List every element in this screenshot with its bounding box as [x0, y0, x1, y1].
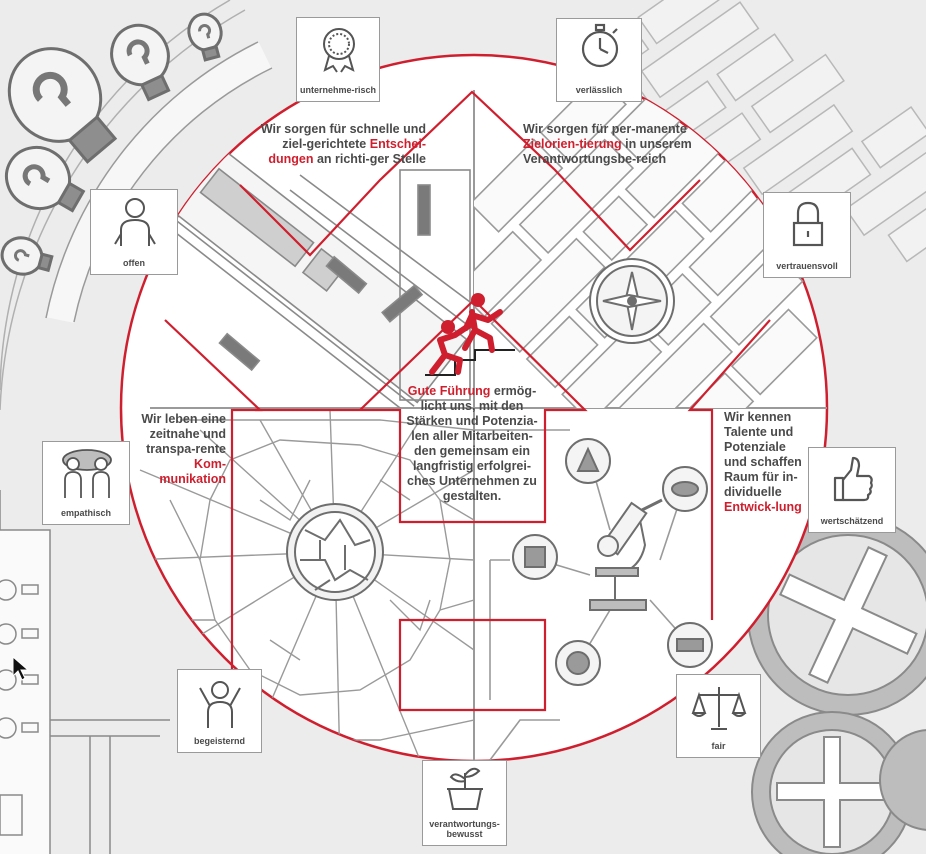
badge-wertschaetzend: wertschätzend [808, 447, 896, 533]
stopwatch-icon [581, 23, 619, 68]
text-top-left-pre: Wir sorgen für schnelle und ziel-gericht… [260, 122, 426, 151]
text-top-left-highlight: Entschei-dungen [268, 137, 426, 166]
badge-verlaesslich: verlässlich [556, 18, 642, 102]
compass-icon [589, 258, 675, 344]
badge-label: begeisternd [193, 736, 245, 746]
thumbs-up-icon [833, 456, 873, 502]
badge-label: offen [123, 258, 145, 268]
text-center-highlight: Gute Führung [407, 384, 491, 398]
text-center-body: ermög-licht uns, mit den Stärken und Pot… [406, 384, 538, 503]
cracked-disc-icon [286, 503, 384, 601]
text-top-right-pre: Wir sorgen für per-manente [523, 122, 687, 136]
badge-label: verantwortungs-bewusst [429, 819, 500, 839]
two-people-icon [62, 449, 112, 498]
text-top-left-post: an richti-ger Stelle [313, 152, 426, 166]
text-right: Wir kennen Talente und Potenziale und sc… [724, 410, 804, 515]
text-center: Gute Führung ermög-licht uns, mit den St… [402, 384, 542, 504]
cheering-person-icon [199, 681, 241, 728]
badge-fair: fair [676, 674, 761, 758]
climbing-figures-icon [425, 293, 515, 376]
text-top-right-highlight: Zielorien-tierung [523, 137, 622, 151]
text-top-left: Wir sorgen für schnelle und ziel-gericht… [248, 122, 426, 167]
badge-begeisternd: begeisternd [177, 669, 262, 753]
text-left-highlight: Kom-munikation [159, 457, 226, 486]
text-top-right: Wir sorgen für per-manente Zielorien-tie… [523, 122, 701, 167]
lightbulb-icons [0, 12, 223, 276]
circle-interior [129, 90, 827, 761]
molecule-nodes [512, 438, 713, 686]
text-left: Wir leben eine zeitnahe und transpa-rent… [128, 412, 226, 487]
potted-plant-icon [447, 767, 483, 810]
badge-verantwortungsbewusst: verantwortungs-bewusst [422, 760, 507, 846]
seal-icon [323, 28, 355, 73]
control-panel [0, 490, 170, 854]
badge-label: vertrauensvoll [776, 261, 838, 271]
badge-vertrauensvoll: vertrauensvoll [763, 192, 851, 278]
scales-icon [691, 687, 747, 730]
badge-label: wertschätzend [820, 516, 884, 526]
text-top-right-post: in unserem Verantwortungsbe-reich [523, 137, 692, 166]
text-left-pre: Wir leben eine zeitnahe und transpa-rent… [141, 412, 226, 456]
mouse-cursor-icon [12, 656, 30, 681]
badge-offen: offen [90, 189, 178, 275]
person-icon [114, 198, 156, 246]
red-arrows [164, 90, 771, 712]
microscope-icon [589, 498, 663, 611]
badge-label: empathisch [60, 508, 111, 518]
text-right-pre: Wir kennen Talente und Potenziale und sc… [724, 410, 802, 499]
padlock-icon [792, 201, 824, 247]
badge-label: fair [711, 741, 726, 751]
badge-label: unternehme-risch [299, 85, 377, 95]
badge-unternehmerisch: unternehme-risch [296, 17, 380, 102]
gears [747, 514, 926, 854]
badge-empathisch: empathisch [42, 441, 130, 525]
badge-label: verlässlich [575, 85, 623, 95]
text-right-highlight: Entwick-lung [724, 500, 802, 514]
